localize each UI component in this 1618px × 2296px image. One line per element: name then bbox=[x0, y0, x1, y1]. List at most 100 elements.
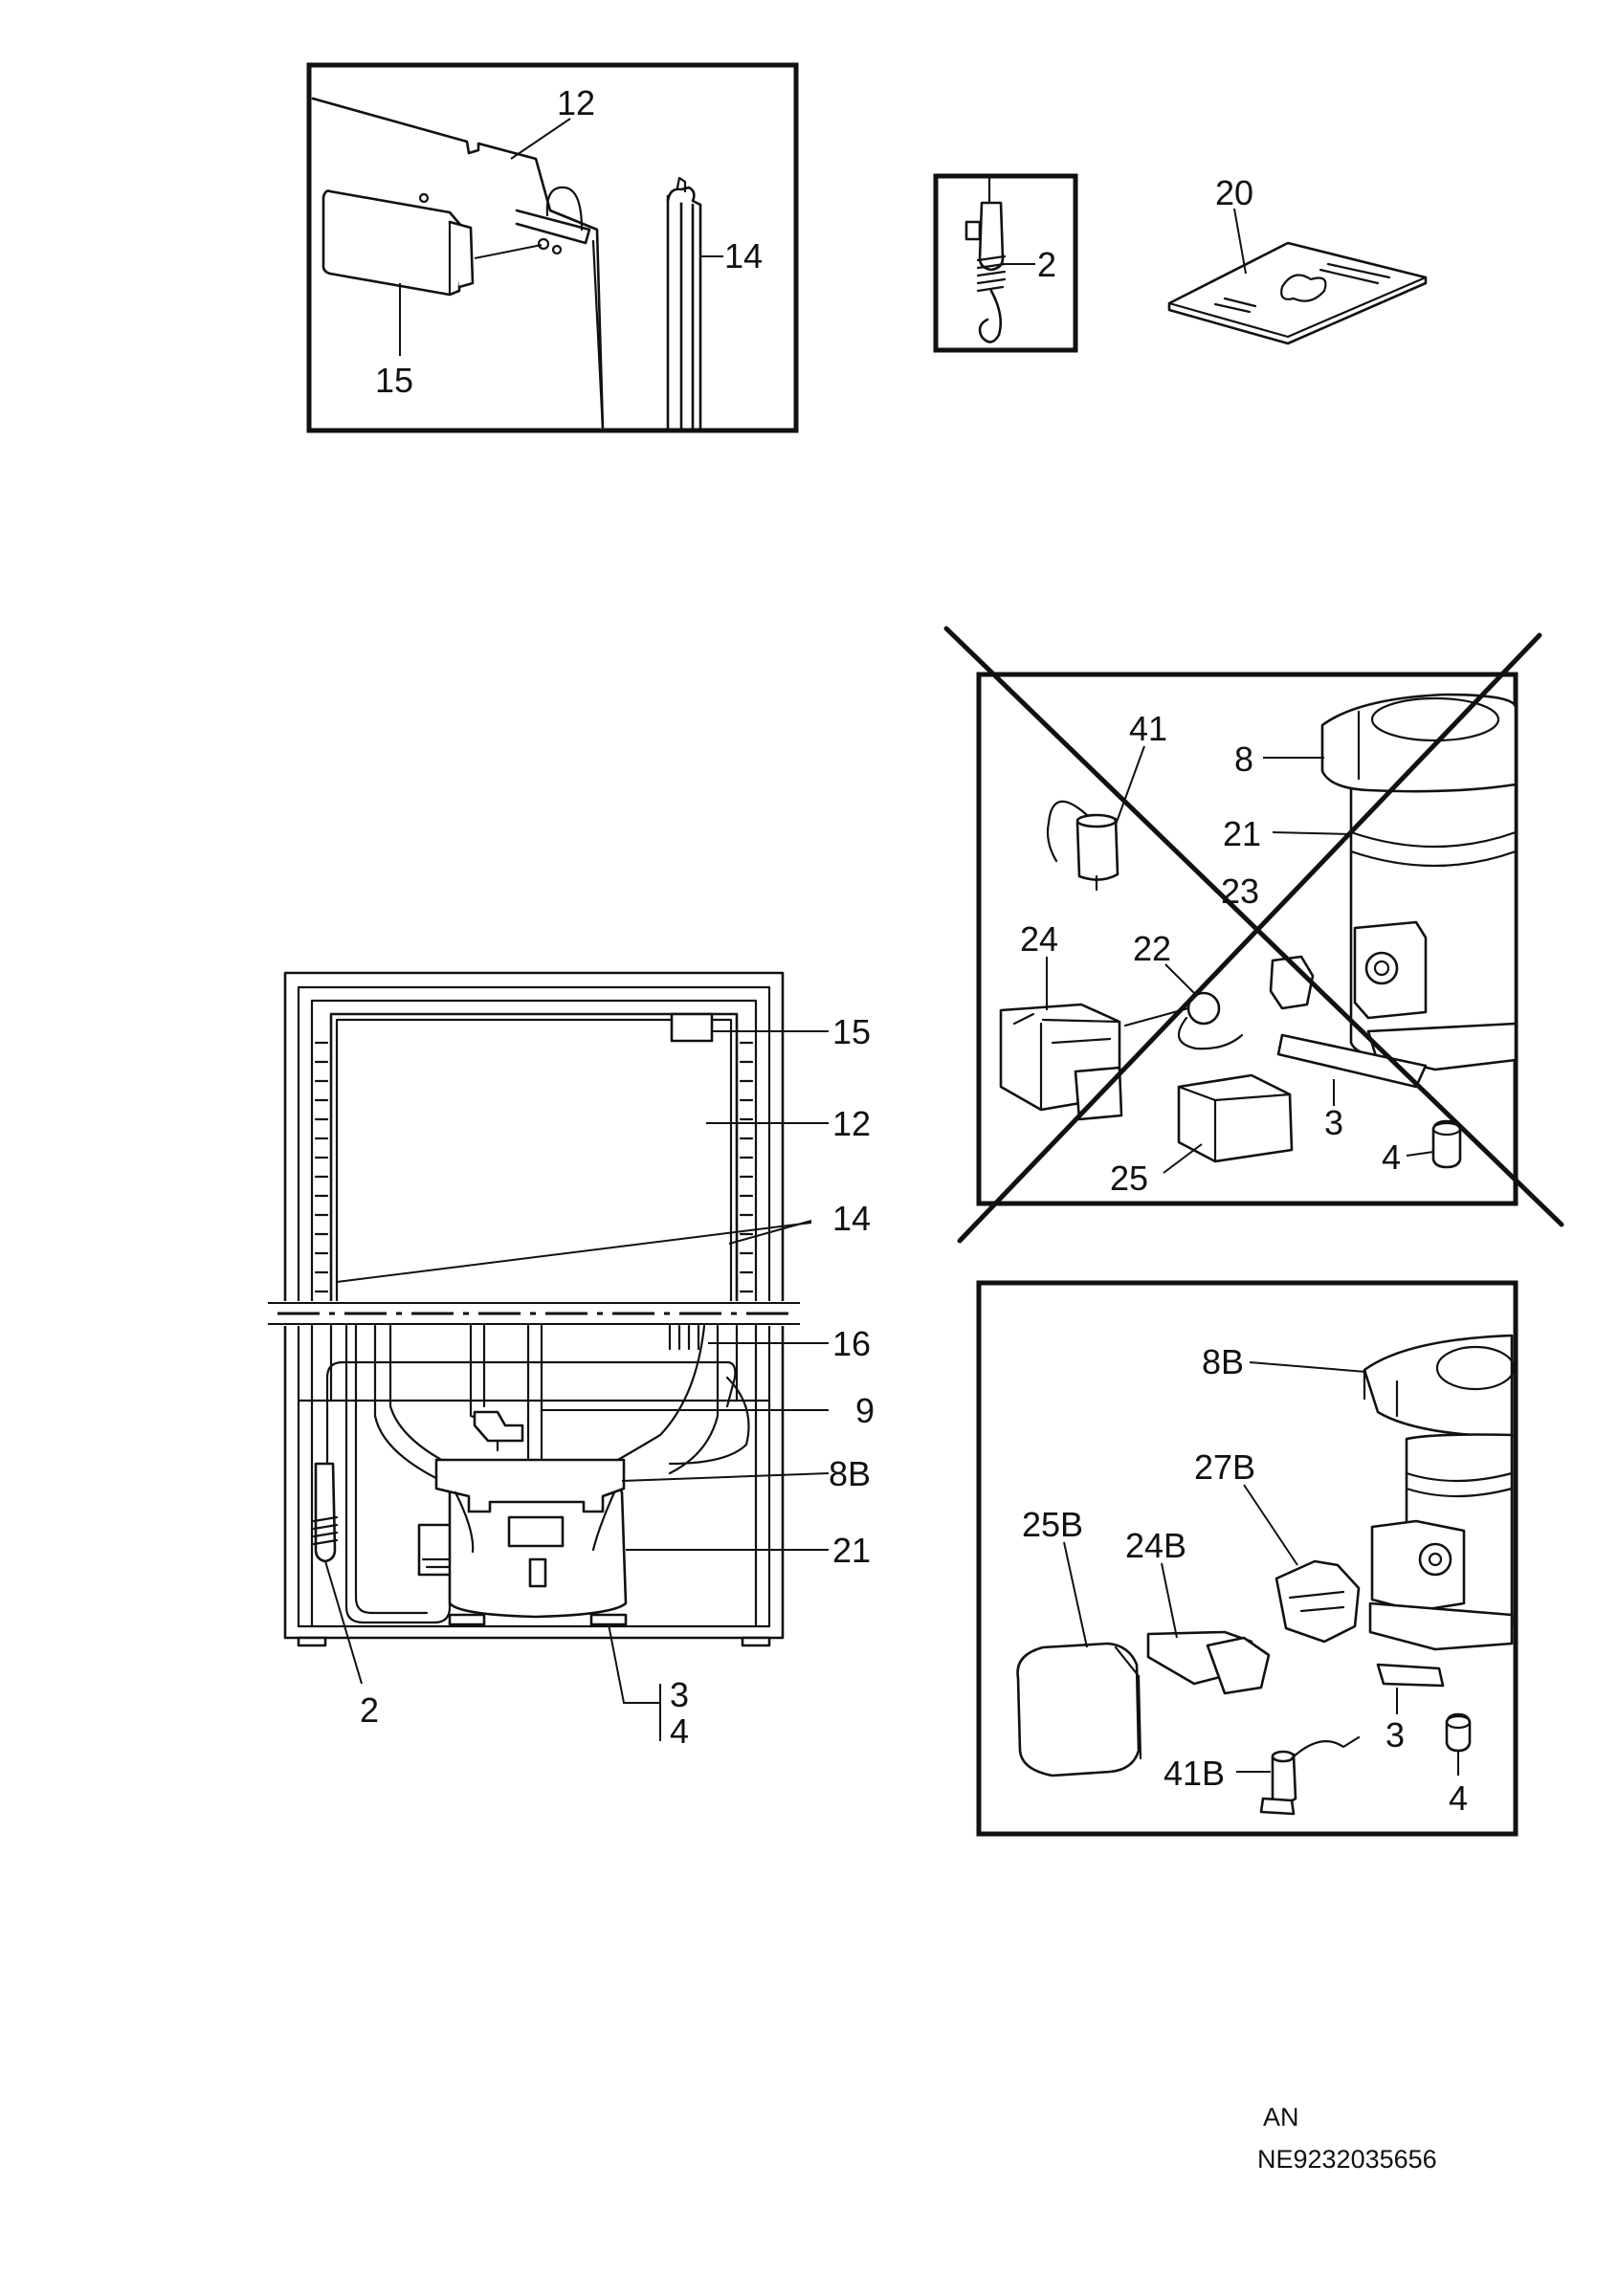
hinge-pipe bbox=[545, 186, 584, 232]
manual-leader bbox=[1233, 208, 1247, 275]
label-cabinet-drain: 16 bbox=[832, 1324, 871, 1363]
drain-funnel bbox=[473, 1410, 524, 1443]
label-new-starter: 24B bbox=[1125, 1526, 1186, 1565]
cabinet-panel: 15 12 14 16 9 8B 21 2 3 4 bbox=[268, 971, 875, 1751]
label-cabinet-grommet-plate: 3 bbox=[670, 1675, 689, 1714]
bulb-tail bbox=[978, 289, 1003, 343]
cabinet-handle-box bbox=[670, 1012, 714, 1043]
compressor-foot bbox=[589, 1613, 628, 1626]
leader-2 bbox=[324, 1560, 363, 1685]
label-old-overload: 23 bbox=[1221, 872, 1259, 911]
bulb-frame bbox=[933, 173, 1078, 353]
label-thermostat-bulb: 2 bbox=[1037, 245, 1056, 284]
cabinet-foot-right bbox=[741, 1636, 771, 1647]
leader-8B-new bbox=[1249, 1361, 1367, 1373]
cabinet-thermostat-bulb bbox=[314, 1462, 337, 1563]
label-cabinet-thermostat-bulb: 2 bbox=[360, 1690, 379, 1730]
screw-hole bbox=[418, 192, 430, 204]
manual-panel: 20 bbox=[1167, 173, 1428, 345]
door-liner-edge bbox=[515, 209, 591, 245]
label-new-drip-tray: 8B bbox=[1202, 1342, 1244, 1381]
leader-21b bbox=[1272, 831, 1352, 835]
screw-hole bbox=[551, 244, 563, 255]
cabinet-foot-left bbox=[297, 1636, 327, 1647]
new-starter-clip bbox=[1206, 1636, 1271, 1695]
new-cover bbox=[1016, 1642, 1141, 1777]
leader-24B bbox=[1161, 1562, 1178, 1639]
compressor-old-panel: 41 8 21 23 24 22 3 4 25 bbox=[943, 626, 1564, 1244]
footer-code-line1: AN bbox=[1263, 2103, 1299, 2131]
manual-edge bbox=[1167, 276, 1428, 339]
leader-8B bbox=[621, 1472, 830, 1482]
bulb-body bbox=[978, 201, 1005, 272]
leader-3-4 bbox=[608, 1623, 661, 1741]
door-detail-panel: 12 14 15 bbox=[306, 62, 799, 433]
label-new-grommet-plate: 3 bbox=[1385, 1715, 1405, 1755]
new-rubber-foot bbox=[1445, 1712, 1472, 1753]
label-cabinet-compressor: 21 bbox=[832, 1531, 871, 1570]
label-manual: 20 bbox=[1215, 173, 1253, 212]
thermostat-bulb-panel: 2 bbox=[933, 173, 1078, 353]
compressor-foot bbox=[448, 1613, 486, 1626]
cabinet-drip-tray bbox=[434, 1458, 626, 1513]
label-cabinet-drip-tray: 8B bbox=[829, 1454, 871, 1493]
manual-illustration bbox=[1280, 274, 1327, 302]
manual-booklet bbox=[1167, 241, 1428, 345]
new-drip-tray bbox=[1363, 1334, 1514, 1439]
label-new-rubber-foot: 4 bbox=[1449, 1778, 1468, 1818]
leader-41 bbox=[1115, 745, 1145, 826]
manual-text-lines bbox=[1213, 262, 1391, 314]
gasket-panel-leader bbox=[510, 118, 571, 160]
label-old-grommet-plate: 3 bbox=[1324, 1103, 1343, 1142]
label-gasket-panel: 12 bbox=[557, 83, 595, 122]
label-handle: 15 bbox=[375, 361, 413, 400]
old-drip-tray bbox=[1320, 693, 1518, 793]
compressor-terminal bbox=[528, 1557, 547, 1588]
label-old-compressor: 21 bbox=[1223, 814, 1261, 853]
condenser-pipe-a bbox=[325, 1360, 737, 1504]
label-door-gasket: 14 bbox=[724, 236, 763, 276]
door-handle bbox=[321, 189, 475, 297]
bulb-clip bbox=[964, 220, 982, 241]
cross-line-b bbox=[957, 632, 1542, 1244]
door-liner-side bbox=[591, 239, 605, 432]
gasket-ribs bbox=[314, 1041, 754, 1293]
label-old-drip-tray: 8 bbox=[1234, 740, 1253, 779]
leader-25 bbox=[1163, 1143, 1203, 1174]
leader-14b bbox=[336, 1222, 812, 1283]
label-old-rubber-foot: 4 bbox=[1382, 1137, 1401, 1177]
footer-code-line2: NE9232035656 bbox=[1257, 2145, 1437, 2174]
condenser-pipe-b bbox=[344, 1324, 452, 1624]
label-cabinet-drain-tube: 9 bbox=[855, 1391, 875, 1430]
label-old-protector: 22 bbox=[1133, 929, 1171, 968]
condenser-pipe-c bbox=[354, 1324, 429, 1615]
bulb-spring bbox=[976, 254, 1007, 293]
cross-line-a bbox=[943, 626, 1564, 1227]
label-new-capacitor: 41B bbox=[1164, 1754, 1225, 1793]
label-old-capacitor: 41 bbox=[1129, 709, 1167, 748]
label-new-relay: 27B bbox=[1194, 1447, 1255, 1487]
new-base-plate bbox=[1368, 1601, 1514, 1651]
old-overload bbox=[1269, 955, 1315, 1010]
door-gasket-strip bbox=[666, 176, 702, 432]
old-base-plate bbox=[1366, 1022, 1518, 1071]
door-detail-frame bbox=[306, 62, 799, 433]
compressor-new-frame bbox=[976, 1280, 1518, 1837]
cabinet-bulb-spring bbox=[312, 1515, 339, 1546]
leader-4b bbox=[1406, 1151, 1434, 1157]
label-old-cover: 25 bbox=[1110, 1159, 1148, 1198]
label-cabinet-door-gasket: 14 bbox=[832, 1199, 871, 1238]
label-cabinet-handle: 15 bbox=[832, 1012, 871, 1051]
label-old-relay: 24 bbox=[1020, 919, 1058, 959]
drain-tube-b bbox=[526, 1324, 543, 1460]
old-capacitor bbox=[1075, 817, 1119, 881]
label-cabinet-gasket-panel: 12 bbox=[832, 1104, 871, 1143]
new-grommet-plate bbox=[1376, 1663, 1445, 1688]
compressor-new-panel: 8B 27B 25B 24B 41B 3 4 bbox=[976, 1280, 1518, 1837]
handle-leader bbox=[474, 244, 543, 259]
new-relay bbox=[1274, 1559, 1361, 1644]
screw-hole bbox=[537, 237, 550, 251]
old-rubber-foot bbox=[1431, 1119, 1462, 1169]
